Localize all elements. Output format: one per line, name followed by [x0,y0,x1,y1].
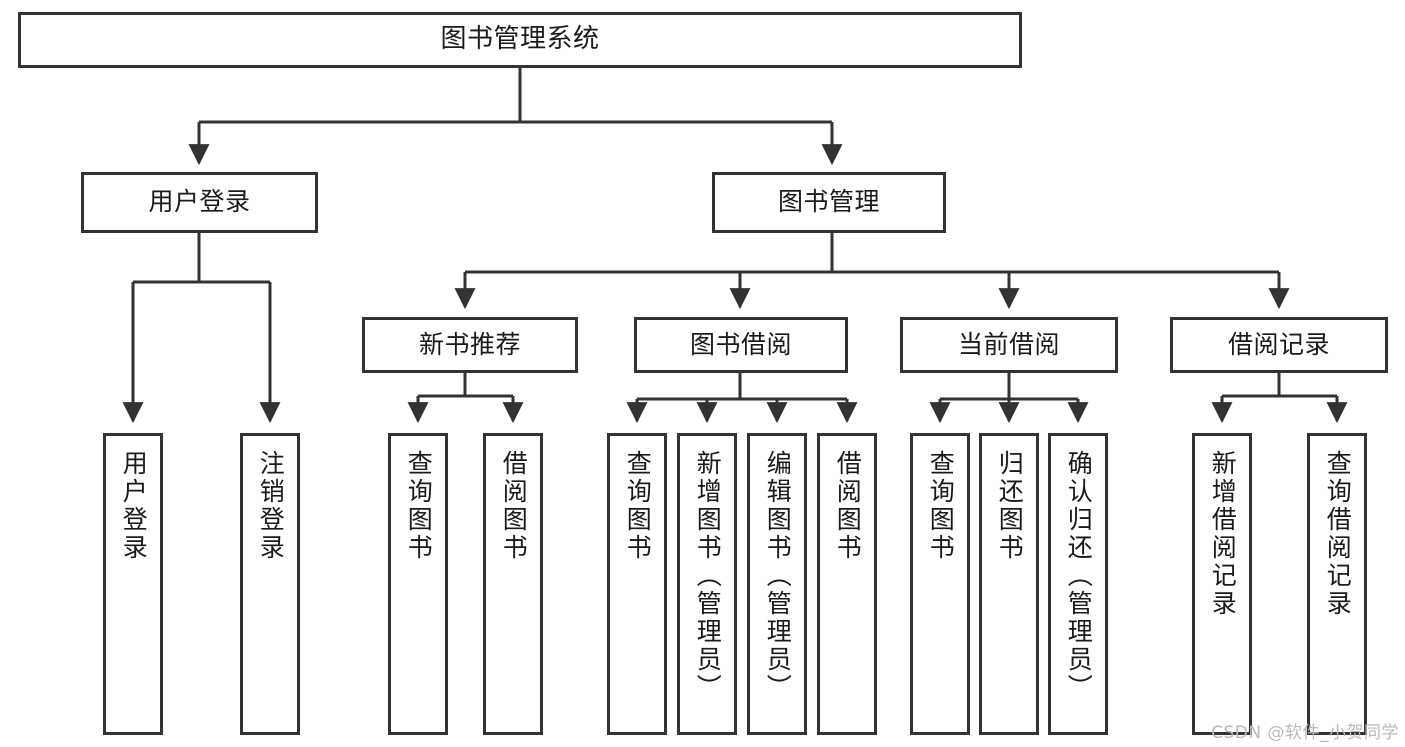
node-label: 当前借阅 [957,329,1060,359]
node-label: 查询借阅记录 [1323,450,1353,618]
node-current-borrow[interactable]: 当前借阅 [900,317,1118,373]
node-borrow-record[interactable]: 借阅记录 [1170,317,1388,373]
node-label: 编辑图书（管理员） [763,450,793,702]
node-label: 新书推荐 [418,329,521,359]
node-label: 用户登录 [119,450,149,562]
node-label: 借阅图书 [833,450,863,562]
node-label: 确认归还（管理员） [1064,450,1094,702]
watermark-text: CSDN @软件_小贺同学 [1211,723,1399,743]
node-label: 归还图书 [995,450,1025,562]
node-label: 图书管理 [777,187,880,217]
node-label: 注销登录 [256,450,286,562]
node-user-login[interactable]: 用户登录 [81,172,318,233]
leaf-current-borrow-2[interactable]: 确认归还（管理员） [1048,433,1108,735]
leaf-current-borrow-0[interactable]: 查询图书 [910,433,970,735]
node-new-book-recommend[interactable]: 新书推荐 [362,317,578,373]
node-root-system[interactable]: 图书管理系统 [18,12,1022,68]
node-label: 图书管理系统 [440,24,600,55]
leaf-borrow-record-0[interactable]: 新增借阅记录 [1192,433,1252,735]
node-book-borrow[interactable]: 图书借阅 [634,317,848,373]
leaf-book-borrow-1[interactable]: 新增图书（管理员） [677,433,737,735]
leaf-new-book-1[interactable]: 借阅图书 [483,433,543,735]
node-label: 借阅图书 [499,450,529,562]
leaf-new-book-0[interactable]: 查询图书 [388,433,448,735]
node-label: 查询图书 [623,450,653,562]
node-label: 查询图书 [404,450,434,562]
node-label: 用户登录 [148,187,251,217]
node-label: 新增借阅记录 [1208,450,1238,618]
leaf-borrow-record-1[interactable]: 查询借阅记录 [1307,433,1367,735]
leaf-book-borrow-0[interactable]: 查询图书 [607,433,667,735]
node-label: 借阅记录 [1227,329,1330,359]
leaf-user-login-0[interactable]: 用户登录 [103,433,163,735]
leaf-user-login-1[interactable]: 注销登录 [240,433,300,735]
node-label: 图书借阅 [689,329,792,359]
node-label: 新增图书（管理员） [693,450,723,702]
leaf-current-borrow-1[interactable]: 归还图书 [979,433,1039,735]
leaf-book-borrow-3[interactable]: 借阅图书 [817,433,877,735]
node-book-management[interactable]: 图书管理 [712,172,946,233]
node-label: 查询图书 [926,450,956,562]
leaf-book-borrow-2[interactable]: 编辑图书（管理员） [747,433,807,735]
